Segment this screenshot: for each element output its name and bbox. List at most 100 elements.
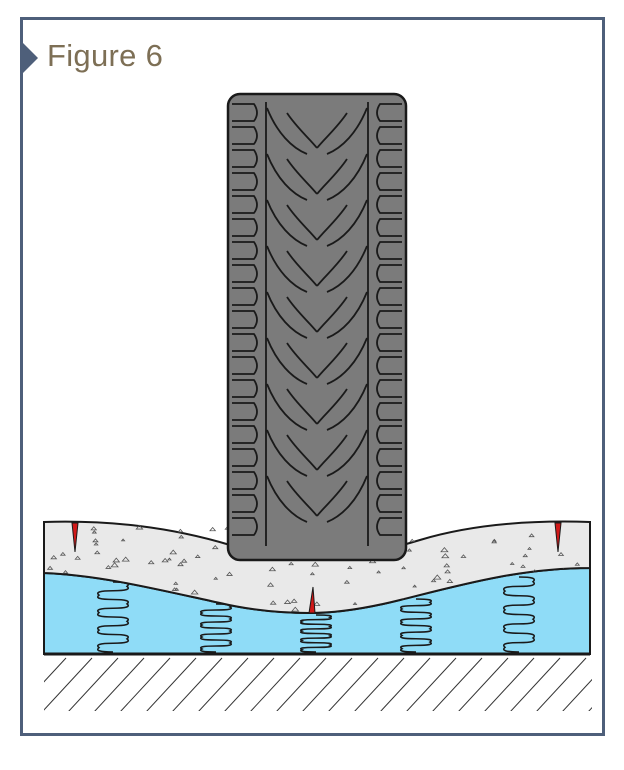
tread-groove (266, 383, 308, 431)
aggregate-speck (290, 598, 298, 603)
aggregate-speck (112, 557, 121, 563)
tread-block (376, 448, 402, 467)
aggregate-speck (226, 571, 234, 576)
aggregate-speck (527, 546, 532, 550)
aggregate-speck (94, 550, 101, 555)
aggregate-speck (178, 534, 185, 539)
tread-groove (266, 245, 308, 293)
tread-groove (326, 475, 368, 523)
crack-right (554, 522, 562, 553)
tread-block (376, 310, 402, 329)
hatch-line (44, 657, 93, 711)
aggregate-speck (121, 556, 130, 562)
tread-block (232, 149, 258, 168)
aggregate-speck (528, 533, 535, 538)
aggregate-speck (74, 555, 81, 560)
hatch-line (510, 657, 561, 711)
aggregate-speck (177, 528, 184, 533)
aggregate-speck (213, 576, 219, 580)
hatch-line (536, 657, 587, 711)
spring (199, 603, 233, 653)
figure-marker-icon (20, 40, 38, 76)
tread-groove (316, 250, 348, 287)
hatch-line (302, 657, 353, 711)
tread-groove (316, 204, 348, 241)
tread-groove (286, 296, 318, 333)
tread-groove (326, 291, 368, 339)
tread-block (376, 517, 402, 536)
aggregate-speck (430, 578, 437, 583)
tread-block (376, 379, 402, 398)
aggregate-speck (557, 551, 565, 556)
aggregate-speck (194, 554, 201, 558)
aggregate-speck (147, 560, 155, 565)
tread-groove (326, 429, 368, 477)
aggregate-speck (283, 599, 292, 604)
hatch-line (224, 657, 275, 711)
tread-groove (266, 107, 308, 155)
aggregate-speck (409, 538, 415, 543)
tread-groove (286, 112, 318, 149)
hatch-line (432, 657, 483, 711)
aggregate-speck (347, 565, 353, 570)
tread-groove (266, 475, 308, 523)
tire-tread (232, 102, 402, 546)
tread-groove (326, 245, 368, 293)
aggregate-speck (266, 582, 275, 587)
tread-groove (326, 199, 368, 247)
tread-block (232, 494, 258, 513)
tread-block (376, 356, 402, 375)
hatch-line (44, 657, 67, 683)
hatch-line (484, 657, 535, 711)
aggregate-speck (59, 551, 66, 556)
tread-block (376, 287, 402, 306)
aggregate-speck (180, 558, 188, 563)
hatch-line (562, 678, 592, 711)
tread-block (232, 356, 258, 375)
tread-block (376, 471, 402, 490)
aggregate-speck (376, 570, 382, 574)
tread-block (376, 126, 402, 145)
crack-center (308, 586, 316, 614)
aggregate-speck (401, 566, 407, 570)
aggregate-speck (291, 606, 300, 612)
tread-groove (286, 250, 318, 287)
aggregate-speck (352, 602, 358, 605)
hatch-line (94, 657, 145, 711)
aggregate-speck (46, 565, 54, 570)
aggregate-speck (412, 584, 418, 588)
tire (226, 92, 408, 562)
hatch-line (328, 657, 379, 711)
aggregate-speck (491, 539, 498, 544)
hatch-line (380, 657, 431, 711)
tread-block (376, 333, 402, 352)
tread-block (232, 172, 258, 191)
aggregate-speck (211, 545, 219, 550)
tread-block (232, 218, 258, 237)
tread-groove (326, 337, 368, 385)
tread-block (232, 103, 258, 122)
spring (96, 581, 130, 653)
hatch-line (354, 657, 405, 711)
aggregate-speck (50, 554, 58, 560)
aggregate-speck (288, 561, 295, 566)
aggregate-speck (135, 524, 144, 530)
aggregate-speck (90, 526, 98, 531)
hatch-line (0, 658, 40, 712)
tread-groove (286, 342, 318, 379)
tread-groove (266, 153, 308, 201)
tread-block (232, 448, 258, 467)
aggregate-speck (120, 538, 126, 542)
tread-block (232, 195, 258, 214)
tread-block (376, 103, 402, 122)
aggregate-speck (110, 562, 119, 568)
hatch-line (68, 657, 119, 711)
tread-block (376, 195, 402, 214)
tread-groove (286, 158, 318, 195)
aggregate-speck (269, 600, 277, 605)
tread-groove (266, 291, 308, 339)
tread-block (376, 172, 402, 191)
tread-block (232, 517, 258, 536)
tread-block (376, 241, 402, 260)
tread-groove (316, 296, 348, 333)
